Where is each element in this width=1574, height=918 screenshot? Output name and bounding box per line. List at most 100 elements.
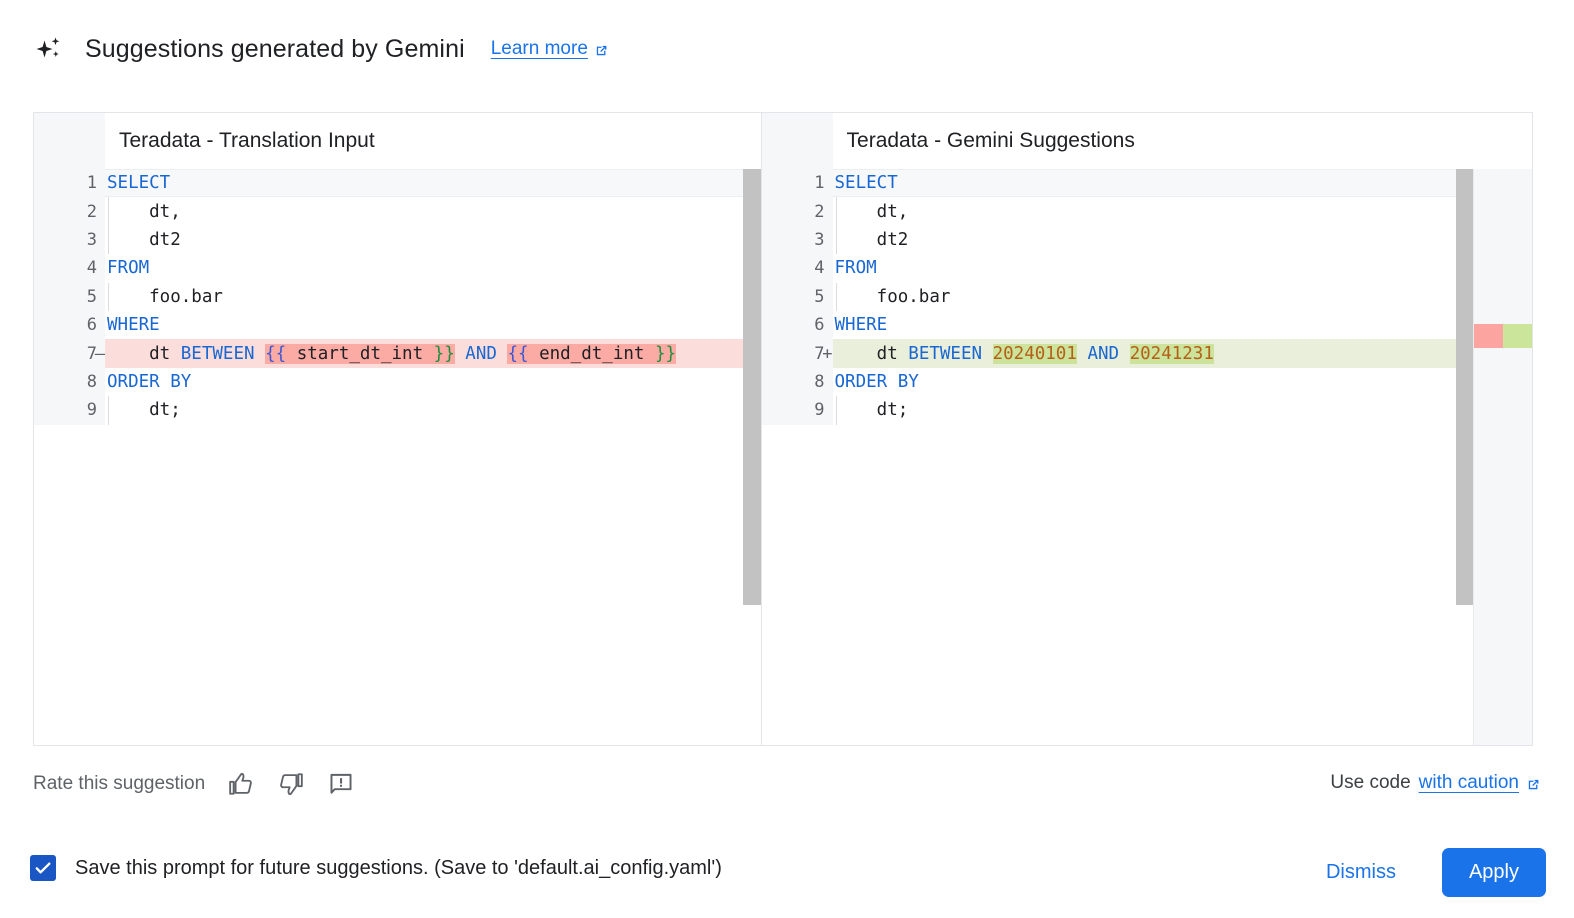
line-number: 9: [761, 396, 833, 425]
code-line[interactable]: 3 dt2: [761, 225, 1532, 255]
with-caution-label: with caution: [1418, 772, 1519, 793]
code-text: foo.bar: [833, 282, 1532, 311]
code-line[interactable]: 3 dt2: [34, 225, 761, 255]
code-text: FROM: [834, 258, 877, 279]
code-area-suggestions[interactable]: 1 SELECT 2 dt, 3 dt2 4 FROM 5 foo.bar: [761, 169, 1532, 745]
gutter-spacer: [34, 113, 105, 169]
rate-label: Rate this suggestion: [33, 773, 206, 794]
report-feedback-icon[interactable]: [327, 770, 355, 798]
indent-guide: [108, 396, 109, 425]
external-link-icon: [594, 42, 609, 57]
code-text: dt;: [105, 396, 761, 425]
code-line[interactable]: 9 dt;: [34, 396, 761, 425]
code-text: dt BETWEEN 20240101 AND 20241231: [832, 339, 1532, 368]
code-line[interactable]: 5 foo.bar: [761, 282, 1532, 311]
with-caution-link[interactable]: with caution: [1419, 772, 1541, 794]
apply-button[interactable]: Apply: [1441, 848, 1546, 897]
code-area-input[interactable]: 1 SELECT 2 dt, 3 dt2 4 FROM 5 foo.bar: [34, 169, 761, 745]
code-line-deleted[interactable]: 7— dt BETWEEN {{ start_dt_int }} AND {{ …: [34, 339, 761, 368]
code-line[interactable]: 2 dt,: [761, 197, 1532, 226]
line-number: 6: [34, 310, 105, 340]
indent-guide: [108, 282, 109, 311]
diff-pane-input: Teradata - Translation Input 1 SELECT 2 …: [34, 113, 762, 745]
use-code-caution: Use code with caution: [1330, 772, 1541, 794]
thumb-down-icon[interactable]: [277, 770, 305, 798]
scrollbar-vertical-input[interactable]: [742, 169, 761, 745]
code-line[interactable]: 9 dt;: [761, 396, 1532, 425]
code-line[interactable]: 5 foo.bar: [34, 282, 761, 311]
code-text: FROM: [107, 258, 150, 279]
sparkle-icon: [33, 34, 63, 64]
indent-guide: [835, 282, 837, 311]
indent-guide: [108, 197, 109, 226]
rate-suggestion-row: Rate this suggestion: [33, 770, 355, 798]
code-line[interactable]: 6 WHERE: [761, 310, 1532, 340]
scrollbar-thumb[interactable]: [1456, 169, 1474, 605]
line-number: 5: [761, 282, 833, 311]
code-text: SELECT: [105, 169, 761, 198]
line-number: 2: [761, 197, 833, 226]
code-line[interactable]: 4 FROM: [34, 254, 761, 283]
pane-title-input: Teradata - Translation Input: [119, 129, 375, 152]
line-number: 4: [34, 254, 105, 283]
code-text: dt,: [833, 197, 1532, 226]
line-number: 7+: [761, 339, 833, 368]
code-text: SELECT: [832, 169, 1532, 198]
save-prompt-row: Save this prompt for future suggestions.…: [30, 855, 722, 881]
code-text: WHERE: [107, 315, 160, 336]
code-line[interactable]: 6 WHERE: [34, 310, 761, 340]
save-prompt-label: Save this prompt for future suggestions.…: [75, 856, 722, 879]
page-title: Suggestions generated by Gemini: [85, 34, 465, 63]
indent-guide: [835, 197, 837, 226]
ruler-marker-deleted: [1474, 324, 1503, 348]
line-number: 9: [34, 396, 105, 425]
code-line[interactable]: 8 ORDER BY: [34, 367, 761, 397]
diff-overview-ruler[interactable]: [1473, 169, 1532, 745]
code-line[interactable]: 8 ORDER BY: [761, 367, 1532, 397]
pane-header-suggestions: Teradata - Gemini Suggestions: [761, 113, 1532, 169]
code-text: dt2: [105, 225, 761, 255]
line-number: 7—: [34, 339, 105, 368]
line-number: 1: [761, 169, 833, 198]
line-number: 1: [34, 169, 105, 198]
diff-viewer: Teradata - Translation Input 1 SELECT 2 …: [33, 112, 1533, 746]
pane-header-input: Teradata - Translation Input: [34, 113, 761, 169]
code-text: dt BETWEEN {{ start_dt_int }} AND {{ end…: [105, 339, 761, 368]
line-number: 4: [761, 254, 833, 283]
dismiss-button[interactable]: Dismiss: [1306, 849, 1416, 896]
line-number: 3: [761, 225, 833, 255]
save-prompt-checkbox[interactable]: [30, 855, 56, 881]
line-number: 8: [34, 367, 105, 397]
external-link-icon: [1526, 776, 1541, 791]
code-text: dt,: [105, 197, 761, 226]
learn-more-label: Learn more: [490, 38, 588, 59]
line-number: 3: [34, 225, 105, 255]
code-line[interactable]: 1 SELECT: [761, 169, 1532, 198]
suggestions-header: Suggestions generated by Gemini Learn mo…: [33, 26, 609, 72]
line-number: 2: [34, 197, 105, 226]
diff-pane-suggestions: Teradata - Gemini Suggestions 1 SELECT 2…: [761, 113, 1532, 745]
scrollbar-vertical-suggestions[interactable]: [1456, 169, 1474, 745]
scrollbar-thumb[interactable]: [742, 169, 761, 605]
gutter-spacer: [761, 113, 833, 169]
code-line[interactable]: 4 FROM: [761, 254, 1532, 283]
line-number: 5: [34, 282, 105, 311]
code-line[interactable]: 2 dt,: [34, 197, 761, 226]
indent-guide: [835, 396, 837, 425]
code-text: dt2: [833, 225, 1532, 255]
indent-guide: [108, 225, 109, 255]
line-number: 8: [761, 367, 833, 397]
learn-more-link[interactable]: Learn more: [491, 38, 609, 60]
code-text: ORDER BY: [834, 371, 919, 392]
code-text: WHERE: [834, 315, 888, 336]
pane-title-suggestions: Teradata - Gemini Suggestions: [846, 129, 1135, 152]
code-line-added[interactable]: 7+ dt BETWEEN 20240101 AND 20241231: [761, 339, 1532, 368]
use-code-label: Use code: [1330, 772, 1411, 793]
line-number: 6: [761, 310, 833, 340]
thumb-up-icon[interactable]: [227, 770, 255, 798]
action-buttons: Dismiss Apply: [1306, 848, 1546, 897]
indent-guide: [835, 225, 837, 255]
ruler-marker-added: [1503, 324, 1532, 348]
code-text: ORDER BY: [107, 371, 192, 392]
code-line[interactable]: 1 SELECT: [34, 169, 761, 198]
